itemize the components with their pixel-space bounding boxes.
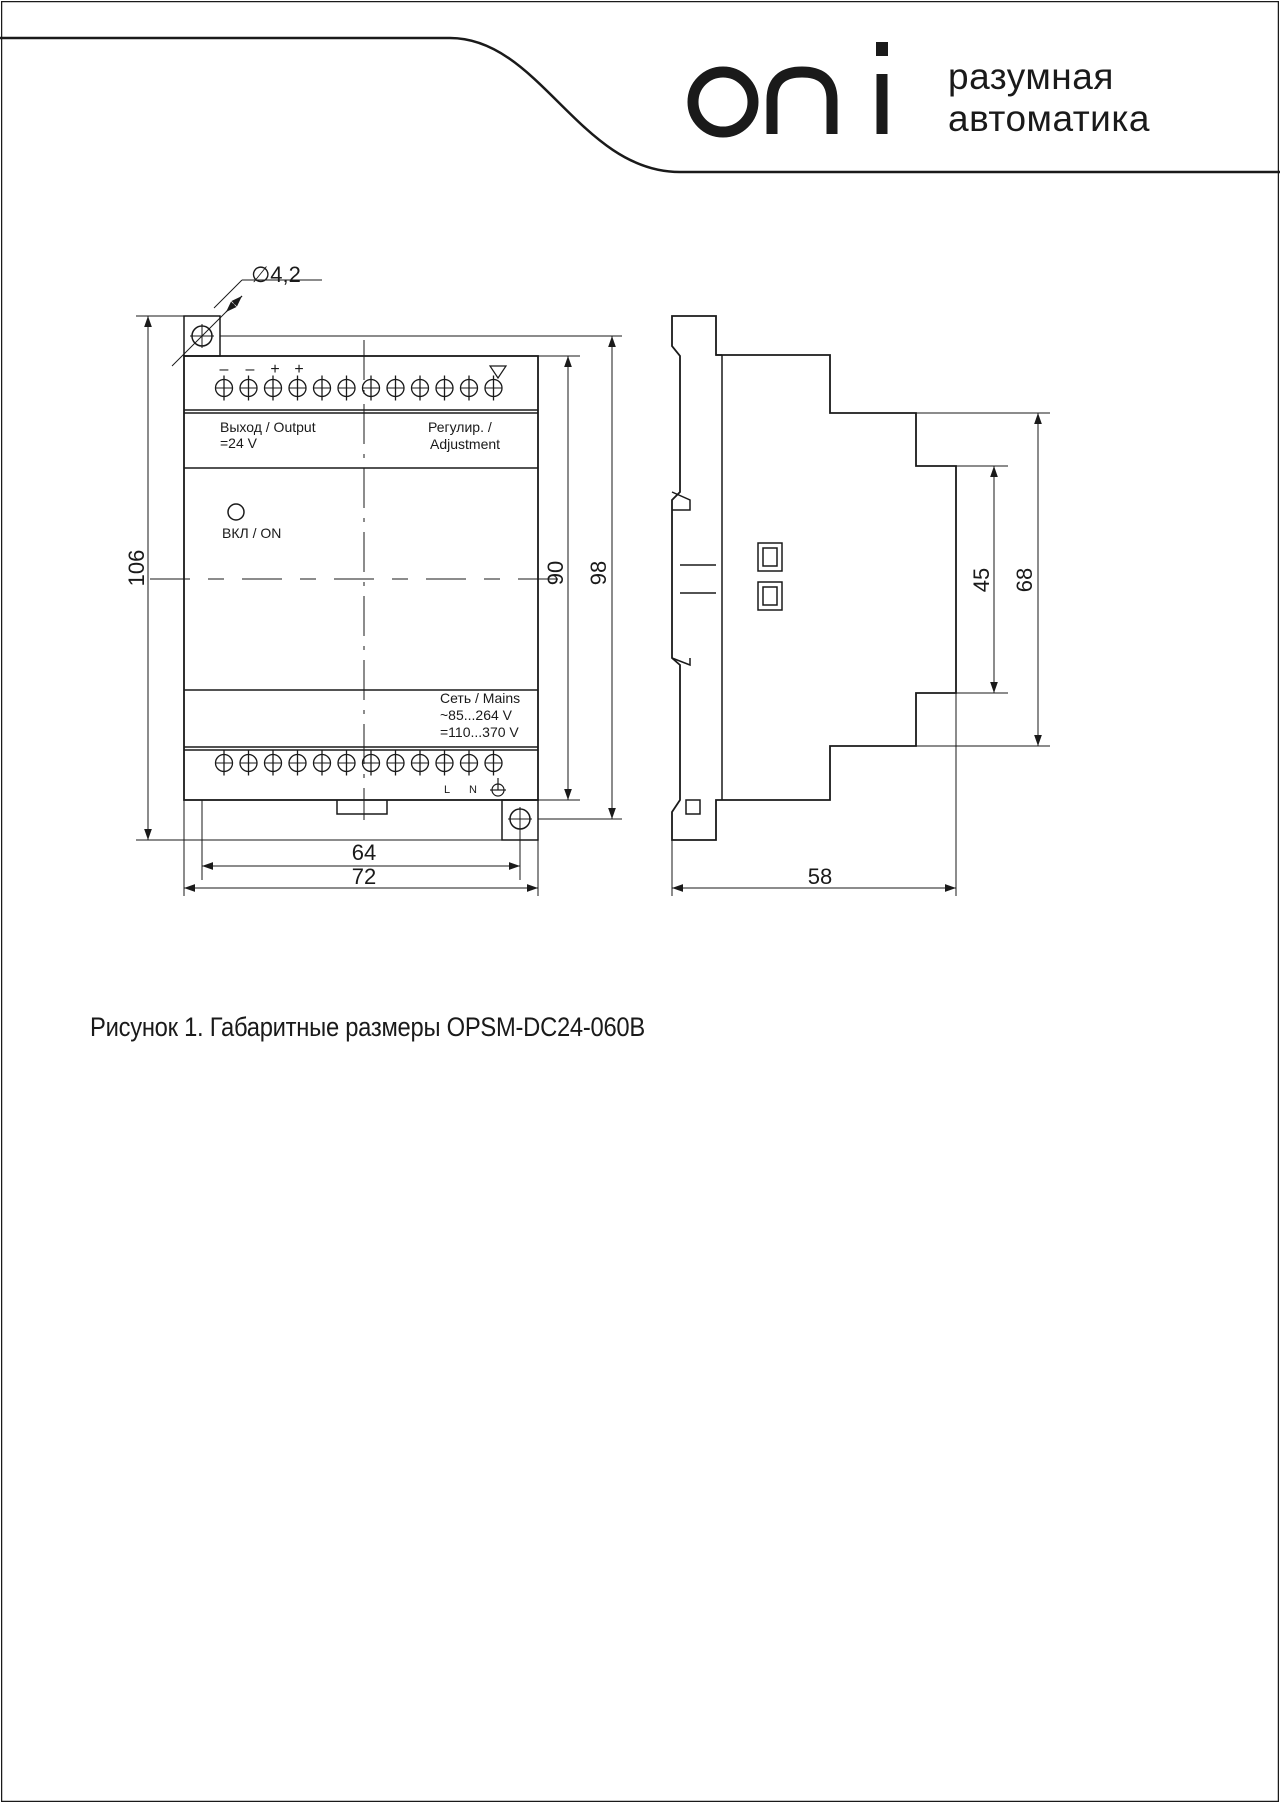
terminal-sign-2: – [246, 361, 255, 378]
output-label: Выход / Output [220, 419, 316, 435]
on-led [227, 503, 245, 521]
bottom-terminal [484, 750, 503, 776]
mains-label: Сеть / Mains [440, 690, 520, 706]
output-voltage: =24 V [220, 435, 258, 451]
top-terminal [484, 375, 503, 401]
figure-caption: Рисунок 1. Габаритные размеры OPSM-DC24-… [90, 1012, 645, 1042]
top-terminal [361, 375, 381, 401]
top-terminal [410, 375, 430, 401]
dim-diameter: ∅4,2 [251, 262, 301, 287]
dim-64: 64 [352, 840, 376, 865]
terminal-sign-1: – [220, 361, 229, 378]
top-terminal [386, 375, 405, 401]
tagline-line2: автоматика [948, 98, 1150, 139]
top-terminal [435, 375, 454, 401]
terminal-row-top [214, 375, 503, 401]
adjust-label: Регулир. / [428, 419, 492, 435]
terminal-row-bottom [214, 750, 503, 776]
bottom-terminal [361, 750, 381, 776]
terminal-sign-n: N [469, 784, 477, 796]
dim-58: 58 [808, 864, 832, 889]
top-terminal [214, 375, 234, 401]
top-terminal [288, 375, 307, 401]
mains-dc-range: =110...370 V [440, 724, 519, 740]
side-latch [685, 799, 701, 815]
front-body [183, 355, 539, 801]
tagline-line1: разумная [948, 56, 1114, 97]
dimension-drawing: – – + + L N Выход / Output =24 V Регулир… [124, 262, 1050, 896]
bottom-terminal [288, 750, 307, 776]
side-connector-top [757, 542, 783, 572]
bottom-terminal [263, 750, 283, 776]
bottom-terminal [239, 750, 258, 776]
side-profile [671, 315, 957, 841]
bottom-terminal [337, 750, 356, 776]
top-terminal [263, 375, 283, 401]
adjust-pot-symbol [488, 365, 508, 380]
dim-90: 90 [543, 561, 568, 585]
bottom-terminal [214, 750, 234, 776]
bottom-terminal [410, 750, 430, 776]
dim-72: 72 [352, 864, 376, 889]
oni-logo-dot [876, 42, 888, 56]
terminal-sign-4: + [294, 361, 303, 378]
oni-logo [687, 66, 888, 138]
bottom-terminal [435, 750, 454, 776]
terminal-sign-l: L [444, 784, 450, 796]
top-terminal [459, 375, 479, 401]
header-swoosh [0, 36, 1280, 174]
dim-98: 98 [586, 561, 611, 585]
bottom-terminal [459, 750, 479, 776]
ground-symbol [490, 778, 506, 797]
din-clip [336, 800, 388, 815]
on-label: ВКЛ / ON [222, 525, 281, 541]
dim-45: 45 [969, 568, 994, 592]
dim-106: 106 [124, 550, 149, 587]
side-connector-bottom [757, 581, 783, 611]
terminal-sign-3: + [270, 361, 279, 378]
mains-ac-range: ~85...264 V [440, 707, 513, 723]
top-terminal [239, 375, 258, 401]
dim-68: 68 [1012, 568, 1037, 592]
adjust-label-en: Adjustment [430, 436, 500, 452]
top-terminal [337, 375, 356, 401]
bottom-terminal [312, 750, 332, 776]
top-terminal [312, 375, 332, 401]
bottom-terminal [386, 750, 405, 776]
